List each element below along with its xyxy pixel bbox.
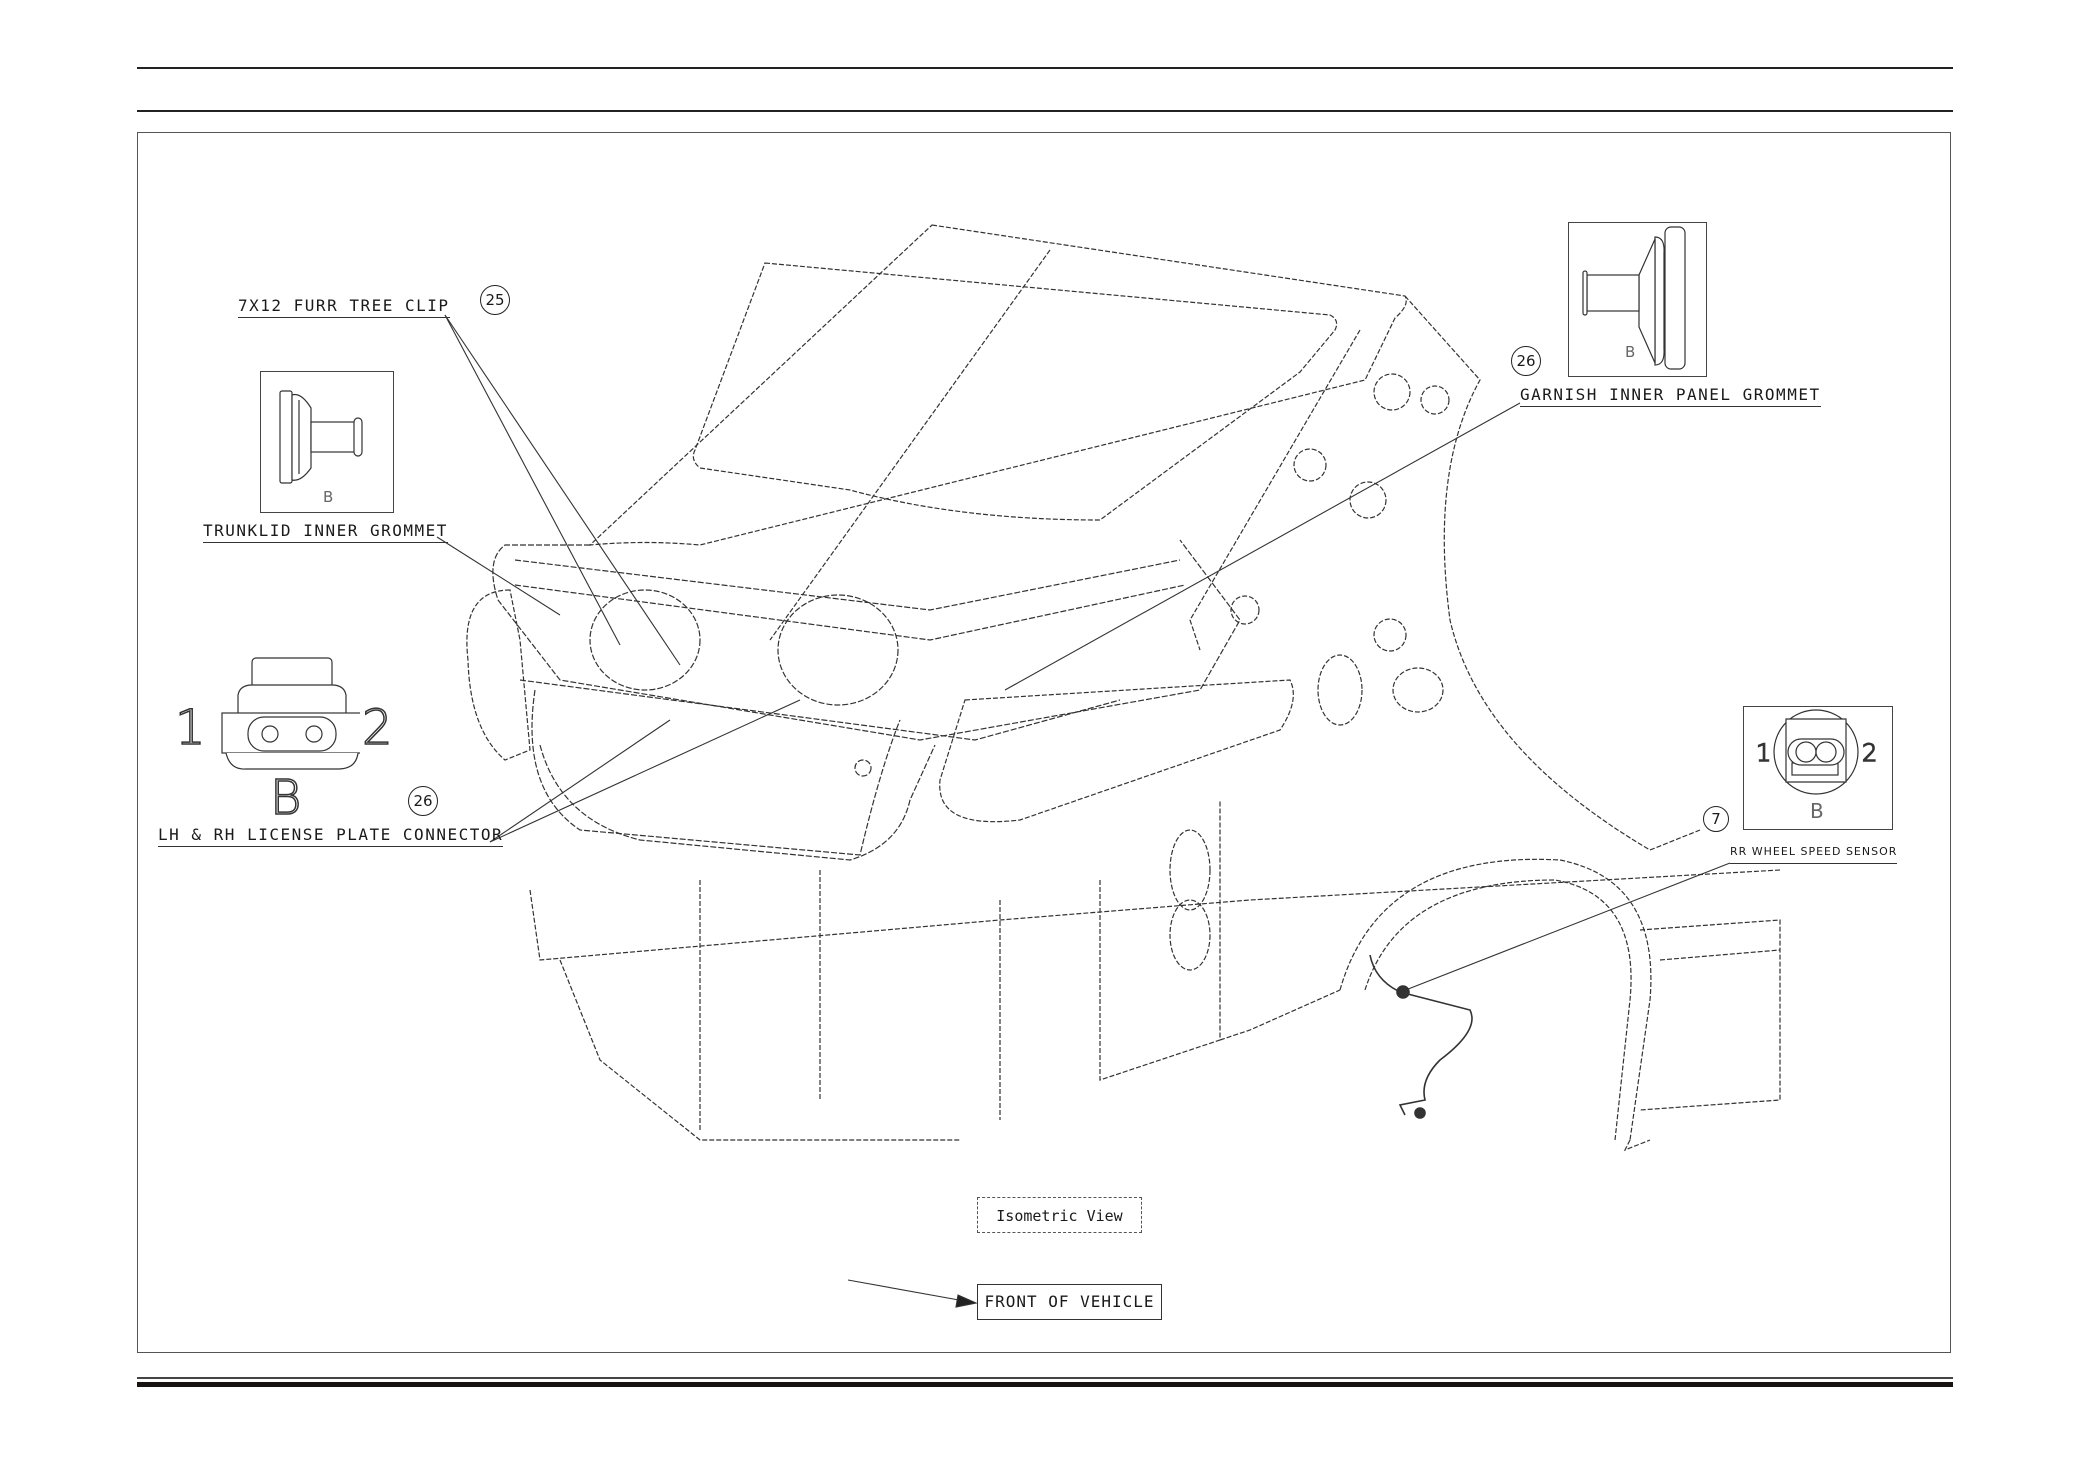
tail-lamp-lh (466, 589, 531, 761)
leader-lines (436, 314, 1731, 1308)
front-direction-arrow-line (847, 1279, 971, 1303)
pin-2-label: 2 (361, 699, 393, 757)
tail-lamp-rh (939, 679, 1294, 823)
inset-garnish-grommet: B (1568, 222, 1707, 377)
callout-number-25: 25 (480, 285, 510, 315)
pin-1-label: 1 (174, 699, 206, 757)
leader-license-plate-a (489, 719, 671, 843)
inset-license-plate-connector (210, 655, 363, 770)
footer-rule-thin (137, 1377, 1953, 1379)
label-rr-wheel-speed-sensor: RR WHEEL SPEED SENSOR (1730, 843, 1898, 864)
leader-furr-clip-a (444, 314, 621, 646)
inset-wheel-speed-sensor: 1 2 B (1743, 706, 1893, 830)
grommet-icon (1582, 226, 1686, 370)
trunk-opening (492, 539, 1241, 856)
rear-window-outline (588, 224, 1407, 641)
footer-rule-thick (137, 1382, 1953, 1387)
two-pin-connector-icon (221, 657, 363, 770)
inset-trunklid-grommet: B (260, 371, 394, 513)
wheel-speed-sensor-harness (1369, 954, 1473, 1119)
header-rule-bottom (137, 110, 1953, 112)
callout-number-26: 26 (408, 786, 438, 816)
front-of-vehicle-label: FRONT OF VEHICLE (977, 1284, 1162, 1320)
callout-number-26: 26 (1511, 346, 1541, 376)
leader-garnish-grommet (1004, 402, 1521, 691)
inset-view-letter: B (269, 769, 302, 827)
label-garnish-inner-panel-grommet: GARNISH INNER PANEL GROMMET (1520, 386, 1821, 407)
label-furr-tree-clip: 7X12 FURR TREE CLIP (238, 297, 450, 318)
label-trunklid-inner-grommet: TRUNKLID INNER GROMMET (203, 522, 448, 543)
drawing-frame (137, 132, 1951, 1353)
label-license-plate-connector: LH & RH LICENSE PLATE CONNECTOR (158, 826, 504, 847)
quarter-panel (1189, 295, 1701, 851)
leader-license-plate-b (489, 699, 801, 843)
rear-wheel-arch (1339, 858, 1652, 1152)
inset-view-letter: B (1810, 799, 1824, 823)
callout-number-7: 7 (1703, 806, 1729, 832)
pin-2-label: 2 (1861, 738, 1878, 768)
header-rule-top (137, 67, 1953, 69)
leader-wheel-speed-sensor (1397, 862, 1731, 994)
inset-view-letter: B (323, 488, 334, 506)
pin-1-label: 1 (1755, 738, 1772, 768)
view-label: Isometric View (977, 1197, 1142, 1233)
front-direction-arrowhead (955, 1294, 978, 1308)
inset-view-letter: B (1625, 343, 1636, 361)
underbody-floor (529, 800, 1781, 1141)
grommet-icon (279, 390, 363, 484)
two-pin-connector-icon (1773, 709, 1859, 795)
license-plate-panel (539, 744, 936, 861)
leader-furr-clip-b (444, 314, 681, 666)
leader-trunklid-grommet (436, 536, 561, 616)
